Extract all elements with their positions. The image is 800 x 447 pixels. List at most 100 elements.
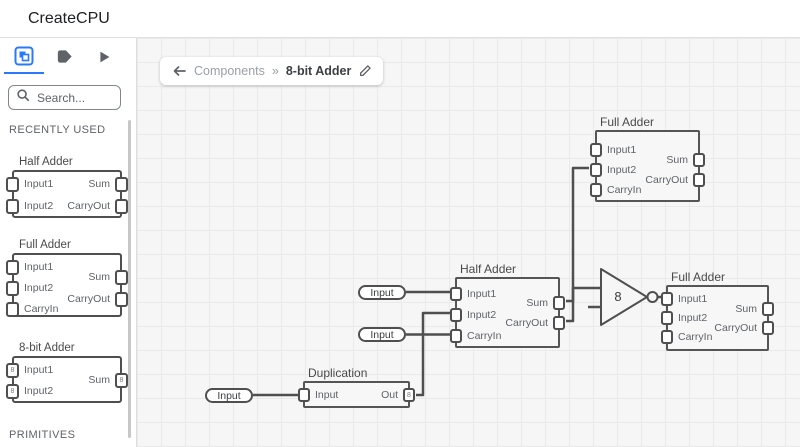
port-input2[interactable] bbox=[450, 308, 462, 322]
search-icon bbox=[16, 88, 31, 108]
port-label: Input2 bbox=[24, 281, 54, 294]
wire-carryout-to-not-gate[interactable] bbox=[566, 286, 601, 323]
port-label: CarryIn bbox=[607, 184, 642, 196]
port-input2-bus[interactable]: 8 bbox=[6, 383, 19, 399]
wire-duplication-to-half-adder-input2[interactable] bbox=[416, 311, 450, 397]
port-carryin[interactable] bbox=[590, 183, 602, 197]
input-pill-3[interactable]: Input bbox=[205, 388, 253, 403]
canvas-component-full-adder-top[interactable]: Full Adder Input1 Input2 CarryIn Sum Car… bbox=[590, 115, 705, 202]
port-input1[interactable] bbox=[590, 143, 602, 157]
section-label-primitives: PRIMITIVES bbox=[9, 429, 76, 441]
port-label: Input2 bbox=[24, 384, 54, 397]
circuit-canvas[interactable]: 8 Components » 8-bit Adder Full Adder In… bbox=[137, 38, 800, 447]
app-title: CreateCPU bbox=[28, 9, 110, 27]
not-gate-body[interactable] bbox=[600, 268, 648, 326]
section-label-recently-used: RECENTLY USED bbox=[9, 124, 106, 136]
port-input[interactable] bbox=[298, 388, 310, 402]
port-label: Sum bbox=[88, 373, 110, 386]
port-label: CarryOut bbox=[714, 322, 757, 334]
port-sum[interactable] bbox=[553, 296, 565, 310]
edit-name-button[interactable] bbox=[358, 64, 372, 78]
port-label: Sum bbox=[735, 303, 757, 315]
sidebar-component-full-adder[interactable]: Full Adder Input1 Input2 CarryIn Sum Car… bbox=[6, 239, 128, 317]
port-input1[interactable] bbox=[6, 259, 19, 275]
sidebar-component-half-adder[interactable]: Half Adder Input1 Input2 Sum CarryOut bbox=[6, 156, 128, 218]
port-label: Input2 bbox=[467, 309, 497, 321]
canvas-component-duplication[interactable]: Duplication 8 Input Out bbox=[298, 366, 415, 408]
input-pill-1[interactable]: Input bbox=[358, 285, 406, 300]
port-label: Sum bbox=[526, 297, 548, 309]
port-label: Sum bbox=[88, 270, 110, 283]
back-button[interactable] bbox=[171, 63, 187, 79]
port-input1[interactable] bbox=[450, 287, 462, 301]
port-label: CarryIn bbox=[467, 330, 502, 342]
search-box[interactable] bbox=[8, 85, 121, 110]
port-sum[interactable] bbox=[693, 153, 705, 167]
port-input2[interactable] bbox=[6, 280, 19, 296]
port-carryin[interactable] bbox=[450, 329, 462, 343]
sidebar-component-8bit-adder[interactable]: 8-bit Adder 8 8 8 Input1 Input2 Sum bbox=[6, 342, 128, 403]
components-icon bbox=[14, 46, 34, 71]
tab-tags[interactable] bbox=[44, 44, 84, 74]
port-label: Input bbox=[315, 389, 339, 401]
component-title: Half Adder bbox=[460, 262, 517, 276]
port-carryout[interactable] bbox=[553, 316, 565, 330]
port-label: CarryOut bbox=[505, 317, 548, 329]
wire-sum-to-full-adder-input2[interactable] bbox=[566, 166, 589, 303]
port-sum[interactable] bbox=[762, 302, 774, 316]
port-label: Input1 bbox=[24, 363, 54, 376]
port-label: Sum bbox=[88, 177, 110, 190]
port-label: Input1 bbox=[607, 144, 637, 156]
port-carryout[interactable] bbox=[115, 198, 128, 214]
port-sum-bus[interactable]: 8 bbox=[115, 372, 128, 388]
port-label: CarryIn bbox=[24, 302, 59, 315]
bus-width-label: 8 bbox=[407, 391, 411, 399]
port-input2[interactable] bbox=[661, 311, 673, 325]
port-sum[interactable] bbox=[115, 176, 128, 192]
bus-width-label: 8 bbox=[119, 376, 124, 384]
port-input2[interactable] bbox=[590, 163, 602, 177]
breadcrumb-item-components[interactable]: Components bbox=[194, 64, 265, 78]
not-gate[interactable]: 8 bbox=[600, 268, 659, 326]
bus-width-label: 8 bbox=[10, 366, 15, 374]
tag-icon bbox=[55, 47, 74, 71]
port-input2[interactable] bbox=[6, 198, 19, 214]
port-input1[interactable] bbox=[6, 176, 19, 192]
port-label: Input1 bbox=[24, 260, 54, 273]
canvas-component-half-adder[interactable]: Half Adder Input1 Input2 CarryIn Sum Car… bbox=[450, 262, 565, 348]
input-pill-label: Input bbox=[370, 286, 394, 299]
port-carryout[interactable] bbox=[693, 173, 705, 187]
port-carryin[interactable] bbox=[6, 301, 19, 317]
breadcrumb-current: 8-bit Adder bbox=[285, 64, 352, 78]
sidebar-tabs bbox=[4, 44, 124, 74]
canvas-component-full-adder-right[interactable]: Full Adder Input1 Input2 CarryIn Sum Car… bbox=[661, 270, 774, 351]
port-carryout[interactable] bbox=[762, 321, 774, 335]
port-input1[interactable] bbox=[661, 292, 673, 306]
port-label: Input1 bbox=[467, 288, 497, 300]
component-title: Full Adder bbox=[600, 115, 655, 129]
breadcrumb-separator: » bbox=[271, 64, 279, 78]
sidebar: RECENTLY USED Half Adder Input1 Input2 S… bbox=[0, 38, 137, 447]
input-pill-label: Input bbox=[217, 389, 241, 402]
port-input1-bus[interactable]: 8 bbox=[6, 362, 19, 378]
not-gate-bubble bbox=[646, 291, 659, 303]
not-gate-bus-label: 8 bbox=[614, 289, 621, 304]
sidebar-scrollbar[interactable] bbox=[128, 120, 131, 438]
port-out-bus[interactable]: 8 bbox=[403, 388, 415, 402]
port-label: CarryOut bbox=[67, 292, 110, 305]
tab-components[interactable] bbox=[4, 44, 44, 74]
search-input[interactable] bbox=[37, 90, 117, 105]
component-title: Duplication bbox=[308, 366, 368, 380]
input-pill-2[interactable]: Input bbox=[358, 327, 406, 342]
tab-run[interactable] bbox=[84, 44, 124, 74]
port-label: Input2 bbox=[24, 199, 54, 212]
app-header: CreateCPU bbox=[0, 0, 800, 38]
port-label: CarryIn bbox=[678, 331, 713, 343]
port-label: CarryOut bbox=[67, 199, 110, 212]
bus-width-label: 8 bbox=[10, 387, 15, 395]
wire-layer: 8 bbox=[253, 166, 661, 397]
port-label: Input1 bbox=[678, 293, 708, 305]
port-sum[interactable] bbox=[115, 269, 128, 285]
port-carryin[interactable] bbox=[661, 330, 673, 344]
port-carryout[interactable] bbox=[115, 291, 128, 307]
